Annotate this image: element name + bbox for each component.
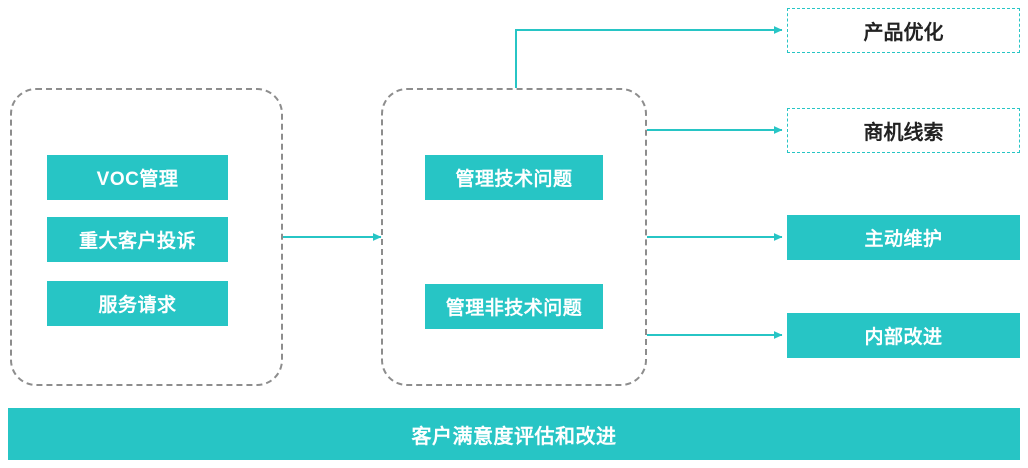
input-item-voc[interactable]: VOC管理 xyxy=(47,155,228,200)
output-business-lead-label: 商机线索 xyxy=(863,122,944,144)
footer-banner: 客户满意度评估和改进 xyxy=(8,408,1020,460)
output-business-lead[interactable]: 商机线索 xyxy=(787,108,1020,153)
output-internal-improvement-label: 内部改进 xyxy=(864,327,943,348)
input-item-complaint[interactable]: 重大客户投诉 xyxy=(47,217,228,262)
footer-banner-label: 客户满意度评估和改进 xyxy=(411,425,617,448)
input-item-complaint-label: 重大客户投诉 xyxy=(78,231,196,252)
output-proactive-maintenance[interactable]: 主动维护 xyxy=(787,215,1020,260)
output-proactive-maintenance-label: 主动维护 xyxy=(864,229,943,250)
output-product-optimization-label: 产品优化 xyxy=(863,22,944,44)
output-product-optimization[interactable]: 产品优化 xyxy=(787,8,1020,53)
input-group-container xyxy=(10,88,283,386)
process-group-container xyxy=(381,88,647,386)
input-item-service-request-label: 服务请求 xyxy=(98,295,177,316)
connector-process-to-product xyxy=(515,26,783,88)
process-item-technical-label: 管理技术问题 xyxy=(455,169,573,190)
input-item-service-request[interactable]: 服务请求 xyxy=(47,281,228,326)
process-item-technical[interactable]: 管理技术问题 xyxy=(425,155,603,200)
output-internal-improvement[interactable]: 内部改进 xyxy=(787,313,1020,358)
process-item-non-technical[interactable]: 管理非技术问题 xyxy=(425,284,603,329)
input-item-voc-label: VOC管理 xyxy=(96,169,179,190)
process-item-non-technical-label: 管理非技术问题 xyxy=(445,298,583,319)
